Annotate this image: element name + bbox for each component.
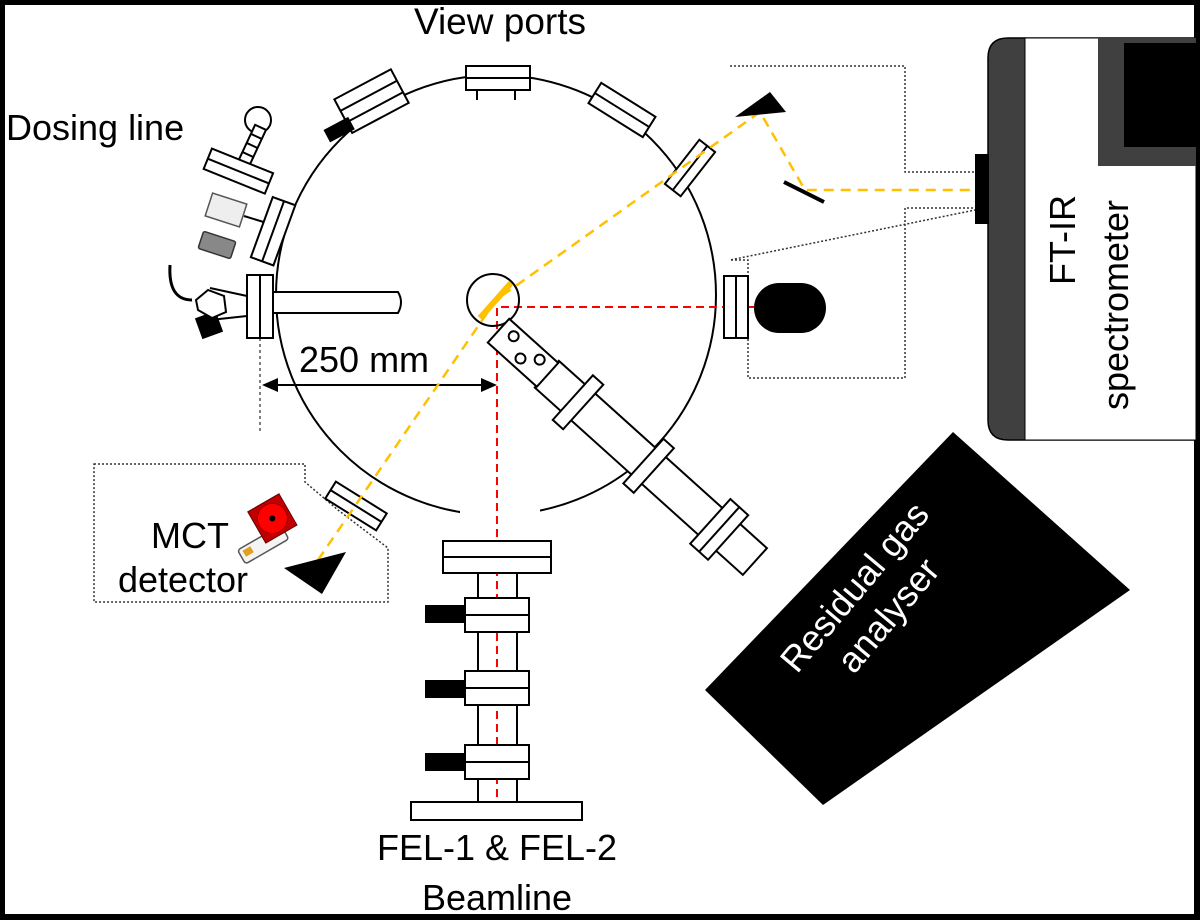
sample-holder: [466, 273, 520, 327]
mct-mirror-icon: [284, 552, 346, 594]
view-port-top: [465, 65, 531, 100]
mct-detector: [237, 493, 298, 564]
residual-gas-analyser: [705, 432, 1130, 805]
mct-enclosure: [93, 463, 389, 603]
mct-label-line1: MCT: [151, 515, 229, 556]
ftir-optics-enclosure: [729, 65, 986, 379]
ftir-label-line2: spectrometer: [1095, 200, 1136, 410]
camera-icon: [323, 116, 355, 143]
valve-icon: [204, 192, 248, 228]
view-ports-label: View ports: [414, 1, 586, 42]
beamline-label-line1: FEL-1 & FEL-2: [377, 827, 617, 868]
ir-beam-path: [316, 110, 975, 561]
flat-mirror-icon: [783, 180, 825, 204]
parabolic-mirror-icon: [735, 92, 786, 117]
ftir-label-line1: FT-IR: [1042, 195, 1083, 285]
rga-flange-tube: [486, 317, 769, 577]
ftir-spectrometer: [975, 37, 1197, 441]
beamline-flanges: [410, 540, 583, 821]
sample-manipulator: [168, 264, 402, 340]
gauge-icon: [194, 310, 224, 340]
mct-label-line2: detector: [118, 559, 248, 600]
view-port-upper-left: [323, 67, 411, 143]
dimension-arrow: [262, 378, 497, 392]
view-port-ir-exit: [323, 480, 389, 532]
beamline-label-line2: Beamline: [422, 877, 572, 918]
pyro-detector-icon: [754, 283, 826, 333]
dosing-line: [197, 106, 297, 267]
dosing-line-label: Dosing line: [6, 107, 184, 148]
view-port-ir-entrance: [663, 138, 717, 198]
right-port-detector: [723, 275, 826, 339]
view-port-upper-right: [587, 81, 657, 139]
ftir-port-icon: [975, 154, 989, 224]
distance-label: 250 mm: [299, 339, 429, 380]
